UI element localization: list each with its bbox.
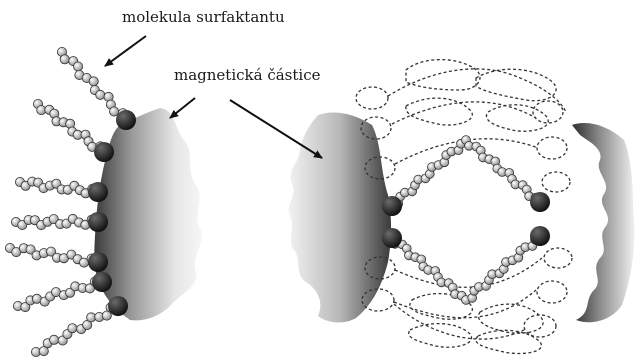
surfactant-head	[116, 110, 136, 130]
chain-bead	[74, 62, 83, 71]
surfactant-head	[382, 196, 402, 216]
surfactant-head	[108, 296, 128, 316]
chain-bead	[96, 90, 105, 99]
dashed-head	[542, 172, 570, 192]
dashed-tail	[395, 258, 542, 287]
middle-magnetic-particle	[288, 112, 391, 322]
dashed-loop	[479, 304, 543, 333]
surfactant-chains	[5, 47, 550, 356]
dashed-head	[524, 315, 556, 337]
chain-bead	[50, 335, 59, 344]
chain-bead	[68, 324, 77, 333]
dashed-tail	[388, 69, 566, 112]
dashed-loop	[476, 330, 542, 353]
label-magnetic-particle: magnetická částice	[174, 66, 321, 84]
dashed-head	[544, 248, 572, 268]
left-magnetic-particle	[94, 108, 201, 320]
dashed-head	[356, 87, 388, 109]
surfactant-head	[382, 228, 402, 248]
surfactant-head	[88, 252, 108, 272]
dashed-head	[537, 281, 567, 303]
chain-bead	[60, 55, 69, 64]
dashed-loop	[406, 60, 480, 90]
dashed-head	[537, 137, 567, 159]
dashed-loop	[409, 324, 472, 348]
arrow-to-left-particle	[170, 98, 195, 118]
surfactant-head	[88, 212, 108, 232]
surfactant-head	[88, 182, 108, 202]
surfactant-head	[530, 192, 550, 212]
arrow-to-surfactant	[105, 36, 146, 66]
chain-bead	[89, 77, 98, 86]
label-surfactant-molecule: molekula surfaktantu	[122, 8, 285, 26]
surfactant-head	[94, 142, 114, 162]
chain-bead	[110, 107, 119, 116]
right-magnetic-particle	[572, 123, 634, 322]
surfactant-head	[530, 226, 550, 246]
dashed-loop	[476, 69, 556, 101]
dashed-tail	[394, 304, 524, 339]
dashed-loop	[486, 105, 548, 131]
surfactant-head	[92, 272, 112, 292]
